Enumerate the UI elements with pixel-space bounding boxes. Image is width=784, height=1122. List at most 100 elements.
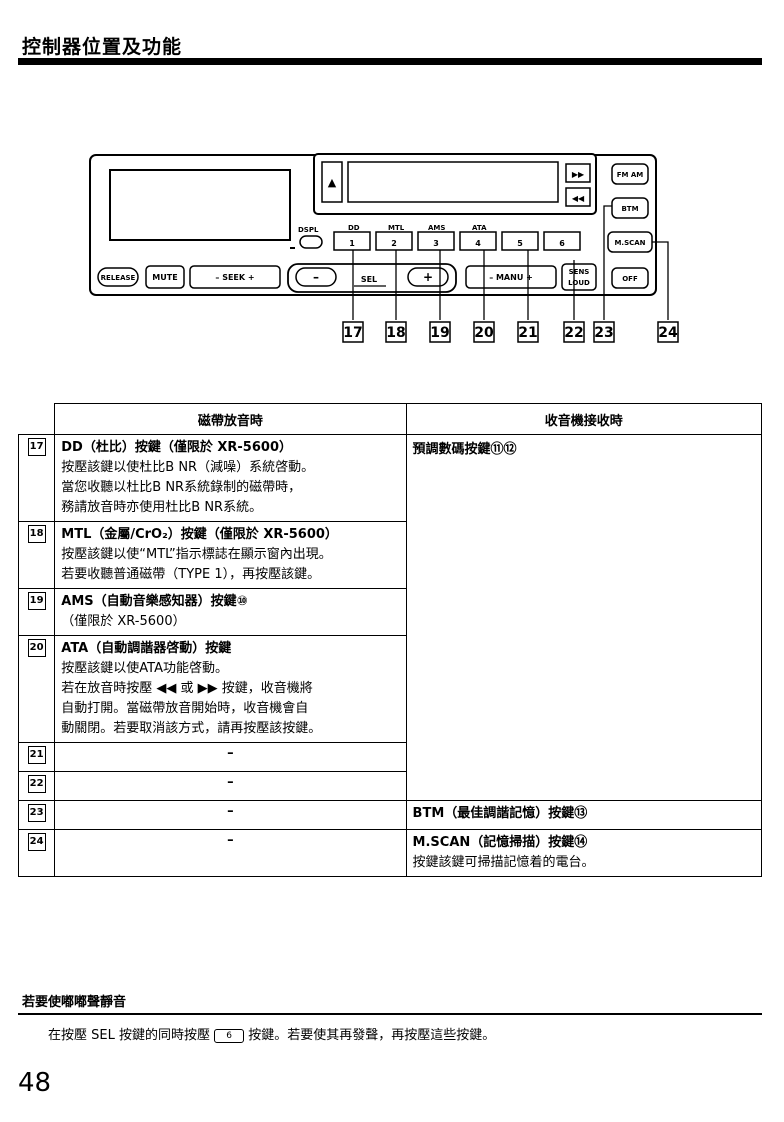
- mute-button: [145, 265, 185, 289]
- callout-17: [342, 321, 364, 343]
- row-number: 24: [27, 833, 46, 851]
- volume-minus-button: [295, 267, 337, 287]
- beep-mute-title: 若要使嘟嘟聲靜音: [22, 995, 127, 1010]
- svg-text:18: 18: [386, 325, 405, 341]
- footer-rule: [18, 1013, 762, 1015]
- svg-text:21: 21: [518, 325, 537, 341]
- table-row-21: 21 –: [17, 742, 762, 772]
- mtl-label: MTL: [388, 224, 405, 232]
- fast-forward-icon: ▶▶: [572, 170, 585, 179]
- seek-button: [189, 265, 281, 289]
- preset-label-6: 6: [559, 239, 565, 248]
- ams-label: AMS: [428, 224, 445, 232]
- rew-button: [565, 187, 591, 207]
- volume-plus-button: [407, 267, 449, 287]
- release-button: [97, 267, 139, 287]
- head-unit-diagram: ▲ ▶▶ ◀◀ DSPL DD MTL AMS ATA 1 2 3 4 5 6 …: [0, 140, 784, 370]
- preset-button-6: [543, 231, 581, 251]
- ata-button-heading: ATA（自動調諧器啓動）按鍵: [61, 641, 232, 656]
- callout-21: [517, 321, 539, 343]
- preset-button-5: [501, 231, 539, 251]
- table-header-row: 磁帶放音時 收音機接收時: [18, 403, 763, 435]
- header-tape-playback: 磁帶放音時: [54, 403, 407, 435]
- preset-label-4: 4: [475, 239, 481, 248]
- preset-label-2: 2: [391, 239, 397, 248]
- function-table: 磁帶放音時 收音機接收時 17 DD（杜比）按鍵（僅限於 XR-5600） 按壓…: [17, 403, 763, 877]
- header-radio-reception: 收音機接收時: [405, 403, 763, 435]
- left-display: [109, 169, 291, 241]
- callout-24: [657, 321, 679, 343]
- row-number: 17: [27, 438, 46, 456]
- callout-18: [385, 321, 407, 343]
- page-title: 控制器位置及功能: [22, 36, 183, 58]
- leader-lines: [352, 205, 669, 320]
- sel-label: SEL: [361, 275, 377, 284]
- svg-text:20: 20: [474, 325, 494, 341]
- title-rule: [18, 58, 762, 65]
- rewind-icon: ◀◀: [572, 194, 585, 203]
- row-number: 20: [27, 639, 46, 657]
- sens-label: SENS: [569, 268, 590, 276]
- btm-description: BTM（最佳調諧記憶）按鍵⑬: [405, 800, 763, 830]
- seek-label: – SEEK +: [215, 273, 254, 282]
- row-number: 22: [27, 775, 46, 793]
- callout-20: [473, 321, 495, 343]
- preset-button-3: [417, 231, 455, 251]
- row-number: 18: [27, 525, 46, 543]
- preset-button-1: [333, 231, 371, 251]
- table-row-24: 24 – M.SCAN（記憶掃描）按鍵⑭ 按鍵該鍵可掃描記憶着的電台。: [17, 829, 763, 877]
- eject-icon: ▲: [328, 176, 337, 189]
- release-label: RELEASE: [101, 274, 136, 282]
- mtl-button-heading: MTL（金屬/CrO₂）按鍵（僅限於 XR-5600）: [61, 527, 338, 542]
- dolby-label: DD: [348, 224, 360, 232]
- preset-buttons-description: 預調數碼按鍵⑪⑫: [405, 434, 763, 801]
- row-number: 19: [27, 592, 46, 610]
- callout-23: [593, 321, 615, 343]
- page-number: 48: [18, 1068, 52, 1098]
- fm-am-button: [611, 163, 649, 185]
- preset-buttons: 1 2 3 4 5 6: [333, 231, 581, 251]
- cassette-slot: [347, 161, 559, 203]
- dspl-button: [299, 235, 323, 249]
- mscan-label: M.SCAN: [614, 239, 645, 247]
- sens-loud-button: [561, 263, 597, 291]
- row-number: 23: [27, 804, 46, 822]
- table-row-18: 18 MTL（金屬/CrO₂）按鍵（僅限於 XR-5600） 按壓該鍵以使“MT…: [17, 521, 762, 589]
- row-number: 21: [27, 746, 46, 764]
- row-17-tape: DD（杜比）按鍵（僅限於 XR-5600） 按壓該鍵以使杜比B NR（減噪）系統…: [54, 434, 407, 522]
- preset-label-5: 5: [517, 239, 523, 248]
- dolby-button-heading: DD（杜比）按鍵（僅限於 XR-5600）: [61, 440, 292, 455]
- volume-minus-label: –: [313, 270, 319, 284]
- btm-label: BTM: [621, 205, 638, 213]
- table-row-17: 17 DD（杜比）按鍵（僅限於 XR-5600） 按壓該鍵以使杜比B NR（減噪…: [17, 434, 763, 801]
- manu-button: [465, 265, 557, 289]
- svg-text:17: 17: [343, 325, 362, 341]
- volume-plus-label: +: [423, 270, 433, 284]
- ata-label: ATA: [472, 224, 487, 232]
- ff-button: [565, 163, 591, 183]
- manu-label: – MANU +: [489, 273, 533, 282]
- preset-label-3: 3: [433, 239, 439, 248]
- fm-am-label: FM AM: [617, 171, 644, 179]
- svg-text:24: 24: [658, 325, 678, 341]
- btm-button: [611, 197, 649, 219]
- mscan-description: M.SCAN（記憶掃描）按鍵⑭ 按鍵該鍵可掃描記憶着的電台。: [405, 829, 763, 877]
- preset-label-1: 1: [349, 239, 355, 248]
- table-corner: [18, 403, 56, 435]
- preset-6-key-icon: 6: [214, 1028, 245, 1043]
- dspl-label: DSPL: [298, 226, 319, 234]
- eject-button: [321, 161, 343, 203]
- svg-text:23: 23: [594, 325, 613, 341]
- table-row-22: 22 –: [17, 771, 762, 801]
- table-row-19: 19 AMS（自動音樂感知器）按鍵⑩ （僅限於 XR-5600）: [17, 588, 762, 636]
- callout-19: [429, 321, 451, 343]
- row-18-tape: MTL（金屬/CrO₂）按鍵（僅限於 XR-5600） 按壓該鍵以使“MTL”指…: [54, 521, 407, 589]
- mute-label: MUTE: [152, 273, 177, 282]
- row-20-tape: ATA（自動調諧器啓動）按鍵 按壓該鍵以使ATA功能啓動。 若在放音時按壓 ◀◀…: [54, 635, 407, 743]
- row-19-tape: AMS（自動音樂感知器）按鍵⑩ （僅限於 XR-5600）: [54, 588, 407, 636]
- beep-mute-instructions: 在按壓 SEL 按鍵的同時按壓 6 按鍵。若要使其再發聲，再按壓這些按鍵。: [48, 1028, 496, 1043]
- svg-text:19: 19: [430, 325, 449, 341]
- preset-button-2: [375, 231, 413, 251]
- svg-text:22: 22: [564, 325, 583, 341]
- callout-22: [563, 321, 585, 343]
